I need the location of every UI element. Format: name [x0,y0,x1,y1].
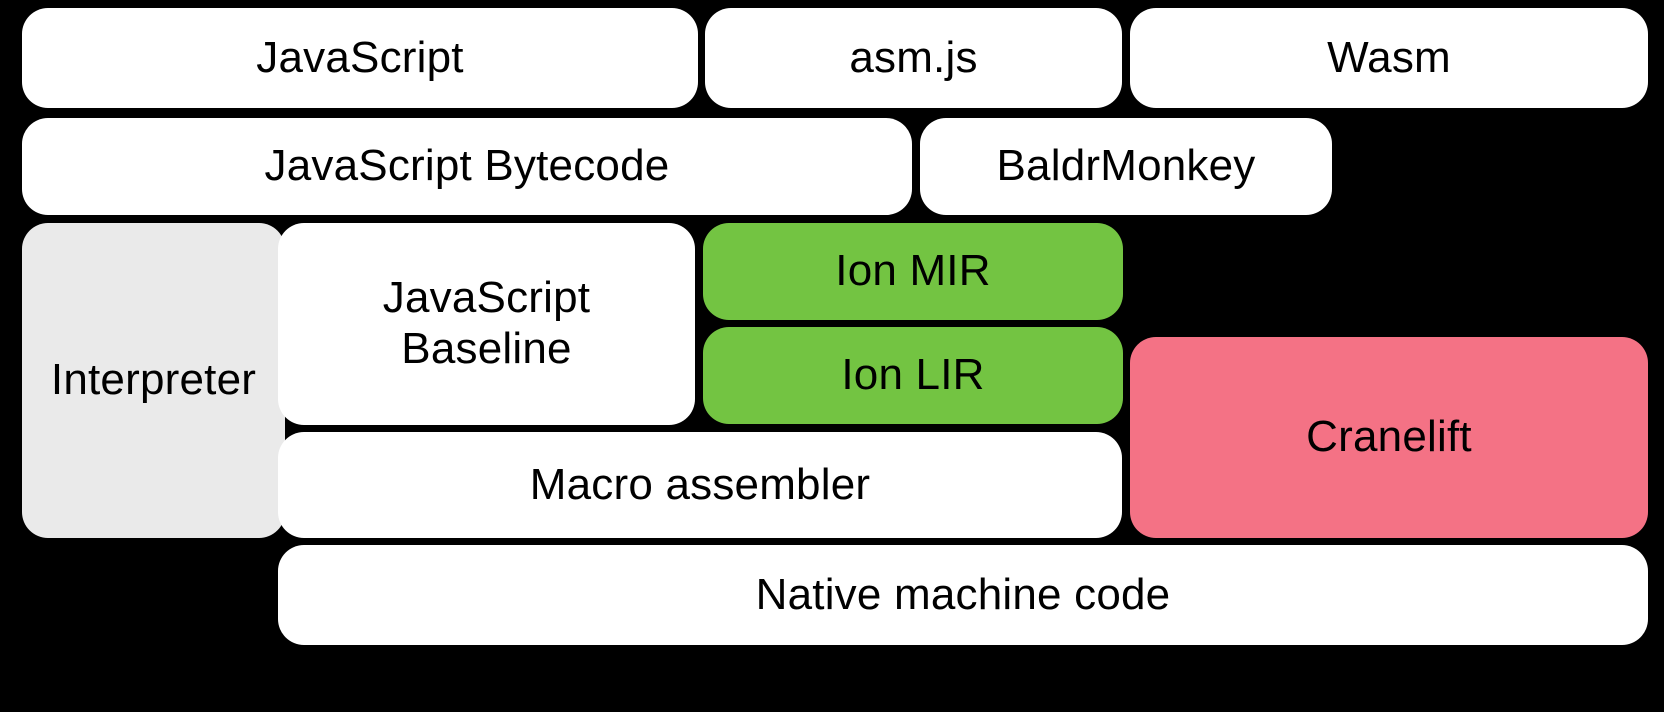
node-ion-lir[interactable]: Ion LIR [703,327,1123,424]
node-javascript-bytecode[interactable]: JavaScript Bytecode [22,118,912,215]
node-interpreter[interactable]: Interpreter [22,223,285,538]
node-ion-mir[interactable]: Ion MIR [703,223,1123,320]
node-native-machine-code[interactable]: Native machine code [278,545,1648,645]
node-asmjs[interactable]: asm.js [705,8,1122,108]
node-baldrmonkey[interactable]: BaldrMonkey [920,118,1332,215]
node-cranelift[interactable]: Cranelift [1130,337,1648,538]
node-wasm[interactable]: Wasm [1130,8,1648,108]
node-javascript[interactable]: JavaScript [22,8,698,108]
node-macro-assembler[interactable]: Macro assembler [278,432,1122,538]
node-javascript-baseline[interactable]: JavaScript Baseline [278,223,695,425]
